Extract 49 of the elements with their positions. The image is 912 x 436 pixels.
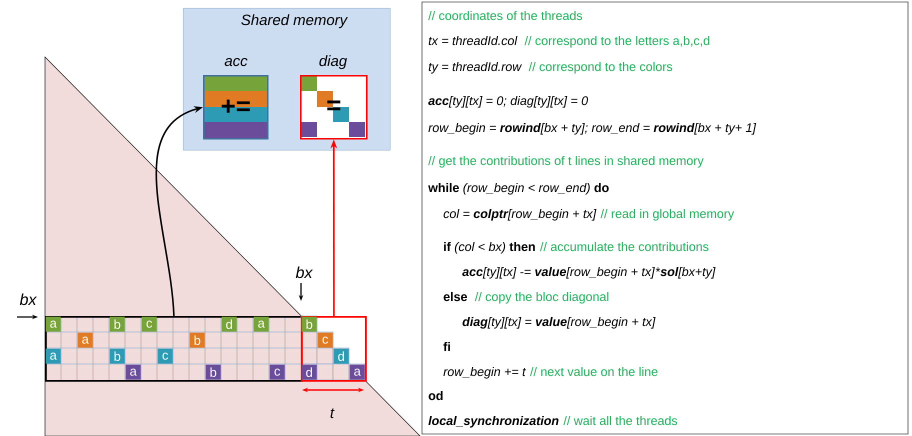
code-text: sol[bx+ty] [660, 266, 716, 279]
colored-cell: a [78, 332, 93, 348]
code-comment: // copy the bloc diagonal [474, 292, 608, 304]
code-text: diag[ty][tx] = value[row_begin + tx] [462, 316, 656, 329]
colored-cell: c [318, 332, 333, 348]
code-comment: // coordinates of the threads [428, 10, 582, 20]
code-text: col = colptr[row_begin + tx] [444, 208, 596, 221]
colored-cell: a [46, 316, 61, 332]
colored-cell: c [158, 348, 173, 364]
code-text: row_begin = rowind[bx + ty]; row_end = rowind[bx + ty+ 1] [428, 122, 756, 135]
code-text: row_begin += t [443, 366, 526, 379]
code-comment: // read in global memory [600, 208, 734, 221]
code-text: fi [443, 342, 450, 351]
code-text: local_synchronization [428, 416, 558, 428]
code-comment: // get the contributions of t lines in shared memory [428, 156, 704, 168]
colored-cell: d [222, 316, 237, 332]
code-text: while (row_begin < row_end) do [428, 182, 609, 195]
colored-cell: b [110, 316, 125, 332]
code-comment: // accumulate the contributions [540, 242, 708, 252]
code-text: tx = threadId.col [428, 36, 518, 46]
colored-cell: a [254, 316, 269, 332]
code-comment: // correspond to the colors [528, 62, 672, 74]
colored-cell: b [110, 348, 125, 364]
dimension-label: t [330, 408, 335, 418]
colored-cell: b [206, 364, 221, 380]
colored-cell: a [126, 364, 141, 380]
colored-cell: a [350, 364, 365, 380]
node-label: diag [319, 55, 347, 70]
colored-cell: b [190, 332, 205, 348]
code-comment: // next value on the line [530, 366, 658, 376]
colored-cell: c [142, 316, 157, 332]
code-comment: // wait all the threads [563, 416, 678, 426]
axis-label: bx [296, 266, 313, 278]
code-text: acc[ty][tx] = 0; diag[ty][tx] = 0 [428, 96, 588, 108]
colored-cell: a [46, 348, 61, 364]
code-text: od [428, 390, 443, 400]
colored-cell: c [270, 364, 285, 380]
matrix-row-band [44, 316, 303, 382]
colored-cell: b [302, 316, 317, 332]
colored-cell: d [302, 364, 317, 380]
colored-cell: d [334, 348, 349, 364]
code-text: ty = threadId.row [428, 62, 522, 74]
code-text: else [444, 292, 468, 302]
code-text: if (col < bx) then [444, 242, 535, 254]
code-text: * [656, 267, 660, 272]
code-comment: // correspond to the letters a,b,c,d [524, 36, 710, 48]
code-text: acc[ty][tx] -= value[row_begin + tx] [462, 266, 655, 279]
axis-label: bx [20, 293, 37, 306]
node-label: acc [224, 58, 248, 66]
